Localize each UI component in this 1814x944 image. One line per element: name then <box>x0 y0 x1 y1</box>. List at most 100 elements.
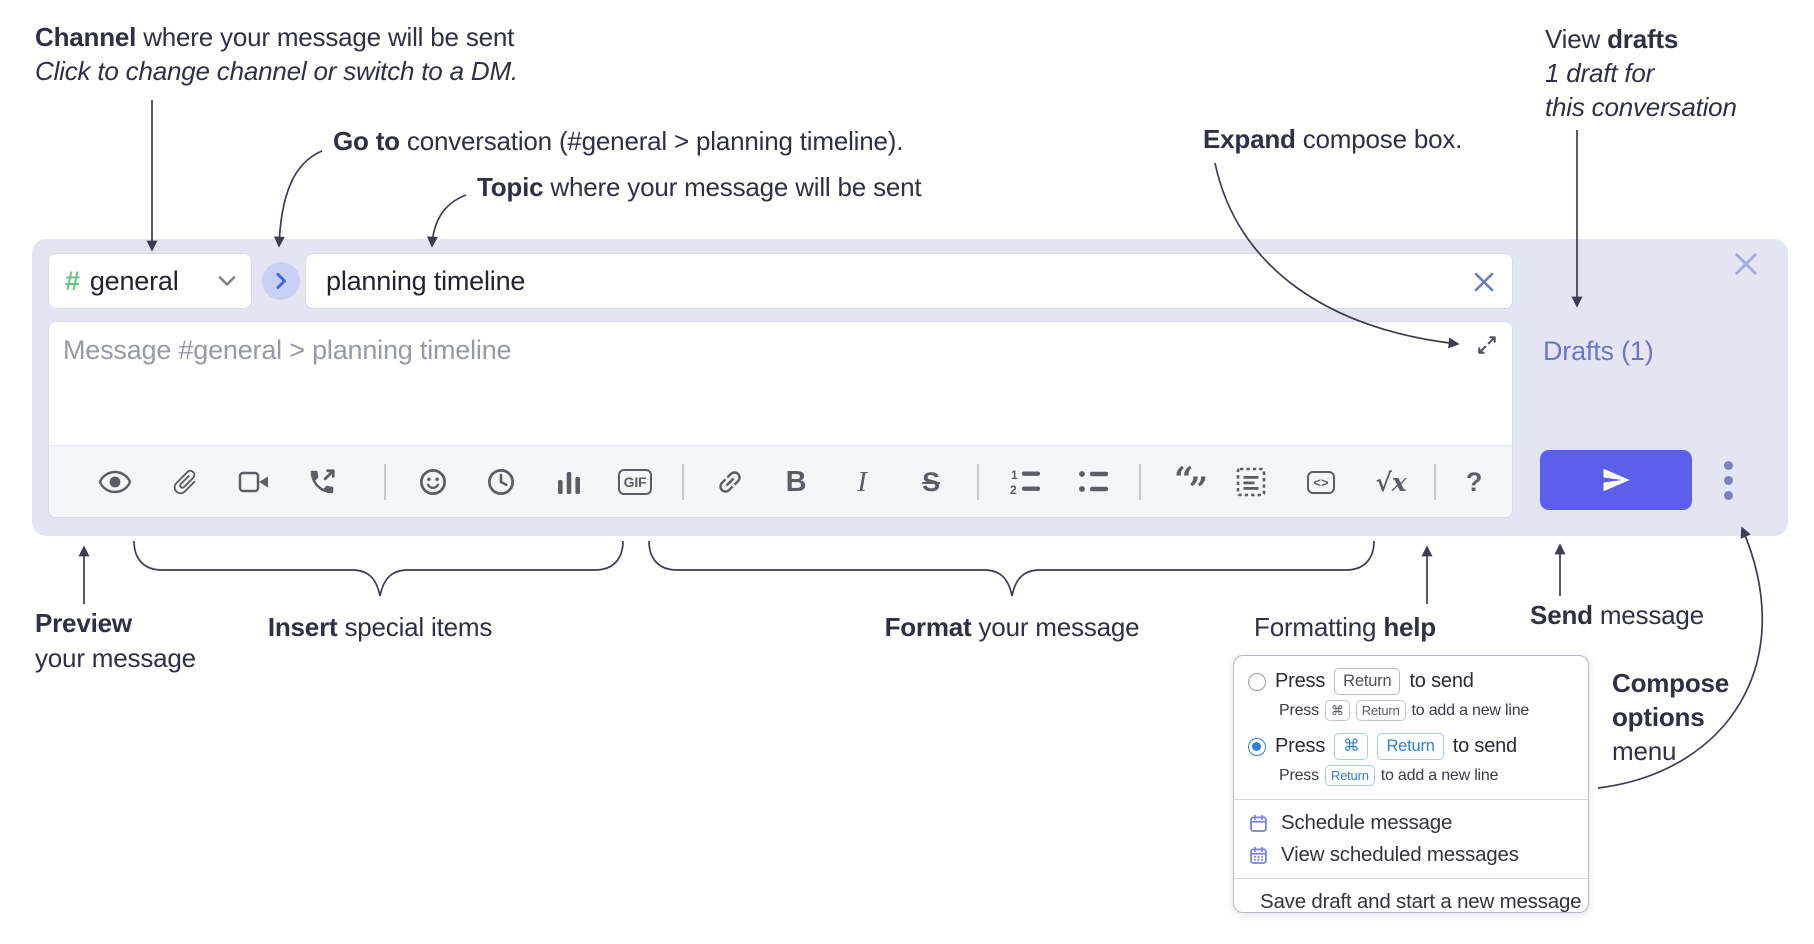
topic-annotation-rest: where your message will be sent <box>543 172 922 202</box>
compose-options-line1: Compose <box>1612 668 1730 698</box>
bulleted-list-icon[interactable] <box>1072 454 1116 510</box>
send-option-return-sub: Press ⌘ Return to add a new line <box>1234 697 1588 727</box>
strike-label: S <box>922 466 940 497</box>
quote-open-glyph: “ <box>1174 460 1194 500</box>
send-option-return[interactable]: Press Return to send <box>1234 666 1588 697</box>
channel-hash-icon: # <box>65 265 80 296</box>
expand-annotation-bold: Expand <box>1203 124 1296 154</box>
time-icon[interactable] <box>479 454 523 510</box>
clear-topic-icon[interactable] <box>1472 270 1496 294</box>
emoji-icon[interactable] <box>411 454 455 510</box>
compose-options-annotation: Compose options menu <box>1612 666 1729 768</box>
ellipsis-dot <box>1723 460 1733 470</box>
drafts-annotation-bold: drafts <box>1607 24 1679 54</box>
send-annotation-rest: message <box>1592 600 1704 630</box>
format-annotation-bold: Format <box>884 612 972 642</box>
channel-annotation-bold: Channel <box>35 22 137 52</box>
drafts-annotation-line3: this conversation <box>1545 92 1737 122</box>
voice-call-icon[interactable] <box>300 454 344 510</box>
math-icon[interactable]: √x <box>1369 454 1413 510</box>
close-compose-icon[interactable] <box>1732 250 1760 278</box>
chevron-down-icon <box>218 276 236 286</box>
radio-selected-icon[interactable] <box>1248 737 1266 756</box>
goto-annotation-bold: Go to <box>333 126 400 156</box>
drafts-link[interactable]: Drafts (1) <box>1543 336 1654 366</box>
compose-options-menu-button[interactable] <box>1714 452 1742 508</box>
view-scheduled-messages-item[interactable]: View scheduled messages <box>1234 839 1588 871</box>
insert-annotation-rest: special items <box>337 612 493 642</box>
channel-name: general <box>89 265 179 296</box>
gif-label: GIF <box>617 469 653 495</box>
spoiler-icon[interactable] <box>1229 454 1273 510</box>
radio-unselected-icon[interactable] <box>1248 672 1266 691</box>
save-draft-item[interactable]: Save draft and start a new message <box>1234 886 1588 918</box>
svg-text:1: 1 <box>1011 468 1018 482</box>
goto-annotation-rest: conversation (#general > planning timeli… <box>399 126 904 156</box>
schedule-message-item[interactable]: Schedule message <box>1234 807 1588 839</box>
option2-press: Press <box>1275 735 1326 757</box>
topic-annotation-bold: Topic <box>477 172 544 202</box>
calendar-grid-icon <box>1250 846 1267 864</box>
option2-suffix: to send <box>1452 735 1517 757</box>
formatting-help-pre: Formatting <box>1254 612 1384 642</box>
svg-text:2: 2 <box>1010 483 1017 496</box>
send-annotation: Send message <box>1467 600 1767 631</box>
math-label: √x <box>1375 467 1407 497</box>
preview-icon[interactable] <box>93 454 137 510</box>
italic-label: I <box>857 465 867 498</box>
preview-annotation-line2: your message <box>35 643 196 673</box>
topic-annotation: Topic where your message will be sent <box>477 172 922 203</box>
return-key: Return <box>1355 700 1406 721</box>
preview-annotation-bold: Preview <box>35 608 132 638</box>
chevron-right-icon <box>276 273 286 289</box>
insert-annotation-bold: Insert <box>267 612 338 642</box>
send-button[interactable] <box>1540 450 1692 510</box>
cmd-key: ⌘ <box>1334 733 1369 760</box>
code-label: <> <box>1307 470 1335 494</box>
format-annotation: Format your message <box>812 612 1212 643</box>
strikethrough-icon[interactable]: S <box>909 454 953 510</box>
goto-connector-line <box>273 150 323 248</box>
quote-icon[interactable]: “” <box>1170 454 1214 510</box>
bold-icon[interactable]: B <box>774 454 818 510</box>
ellipsis-dot <box>1723 475 1733 485</box>
goto-conversation-button[interactable] <box>262 262 300 300</box>
insert-annotation: Insert special items <box>180 612 580 643</box>
link-icon[interactable] <box>708 454 752 510</box>
option1-press: Press <box>1275 670 1326 692</box>
channel-selector[interactable]: # general <box>48 253 252 309</box>
goto-annotation: Go to conversation (#general > planning … <box>333 126 903 157</box>
send-option-cmd-return[interactable]: Press ⌘ Return to send <box>1234 731 1588 762</box>
video-call-icon[interactable] <box>232 454 276 510</box>
return-key: Return <box>1324 765 1375 786</box>
popup-divider <box>1234 878 1588 879</box>
drafts-annotation-line2: 1 draft for <box>1545 58 1655 88</box>
expand-annotation-rest: compose box. <box>1295 124 1463 154</box>
help-label: ? <box>1465 466 1483 497</box>
drafts-annotation: View drafts <box>1545 24 1678 55</box>
insert-brace <box>133 540 624 597</box>
return-key: Return <box>1377 733 1444 760</box>
channel-annotation-rest: where your message will be sent <box>136 22 515 52</box>
formatting-help-bold: help <box>1383 612 1436 642</box>
attach-file-icon[interactable] <box>163 454 207 510</box>
poll-icon[interactable] <box>547 454 591 510</box>
bold-label: B <box>785 465 807 498</box>
topic-input[interactable] <box>326 265 1466 297</box>
italic-icon[interactable]: I <box>840 454 884 510</box>
message-input[interactable] <box>49 322 1512 446</box>
gif-icon[interactable]: GIF <box>613 454 657 510</box>
option1-suffix: to send <box>1409 670 1474 692</box>
format-brace <box>648 540 1375 597</box>
expand-compose-icon[interactable] <box>1476 334 1498 356</box>
toolbar-divider <box>682 464 684 500</box>
code-icon[interactable]: <> <box>1299 454 1343 510</box>
send-annotation-bold: Send <box>1530 600 1593 630</box>
message-formatting-help-icon[interactable]: ? <box>1452 454 1496 510</box>
quote-close-glyph: ” <box>1188 470 1209 510</box>
toolbar-divider <box>384 464 386 500</box>
channel-annotation: Channel where your message will be sent <box>35 22 514 53</box>
